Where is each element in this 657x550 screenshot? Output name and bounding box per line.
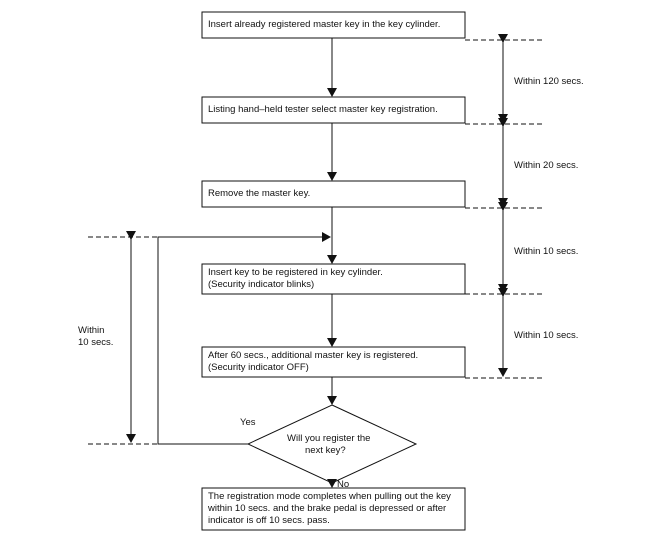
left-interval-label-line1: Within	[78, 325, 105, 336]
step-text-5-line1: After 60 secs., additional master key is…	[208, 350, 419, 361]
step-box-2	[201, 96, 466, 124]
interval-label-2: Within 20 secs.	[514, 160, 579, 171]
branch-yes-label: Yes	[240, 417, 256, 428]
step-box-1	[201, 11, 466, 39]
step-box-4	[201, 263, 466, 295]
branch-no-label: No	[337, 479, 350, 490]
decision-text-line1: Will you register the	[287, 433, 371, 444]
yes-loop-line	[157, 232, 331, 445]
interval-label-1: Within 120 secs.	[514, 76, 584, 87]
step-text-3: Remove the master key.	[208, 188, 311, 199]
step-text-1: Insert already registered master key in …	[208, 19, 441, 30]
decision-text-line2: next key?	[305, 445, 346, 456]
interval-label-3: Within 10 secs.	[514, 246, 579, 257]
final-box	[201, 487, 466, 531]
final-text: The registration mode completes when pul…	[208, 491, 451, 526]
step-text-5-line2: (Security indicator OFF)	[208, 362, 309, 373]
interval-label-4: Within 10 secs.	[514, 330, 579, 341]
step-box-3	[201, 180, 466, 208]
step-box-5	[201, 346, 466, 378]
step-text-4-line2: (Security indicator blinks)	[208, 279, 315, 290]
left-interval-label-line2: 10 secs.	[78, 337, 114, 348]
step-text-2: Listing hand–held tester select master k…	[208, 104, 438, 115]
step-text-4-line1: Insert key to be registered in key cylin…	[208, 267, 383, 278]
